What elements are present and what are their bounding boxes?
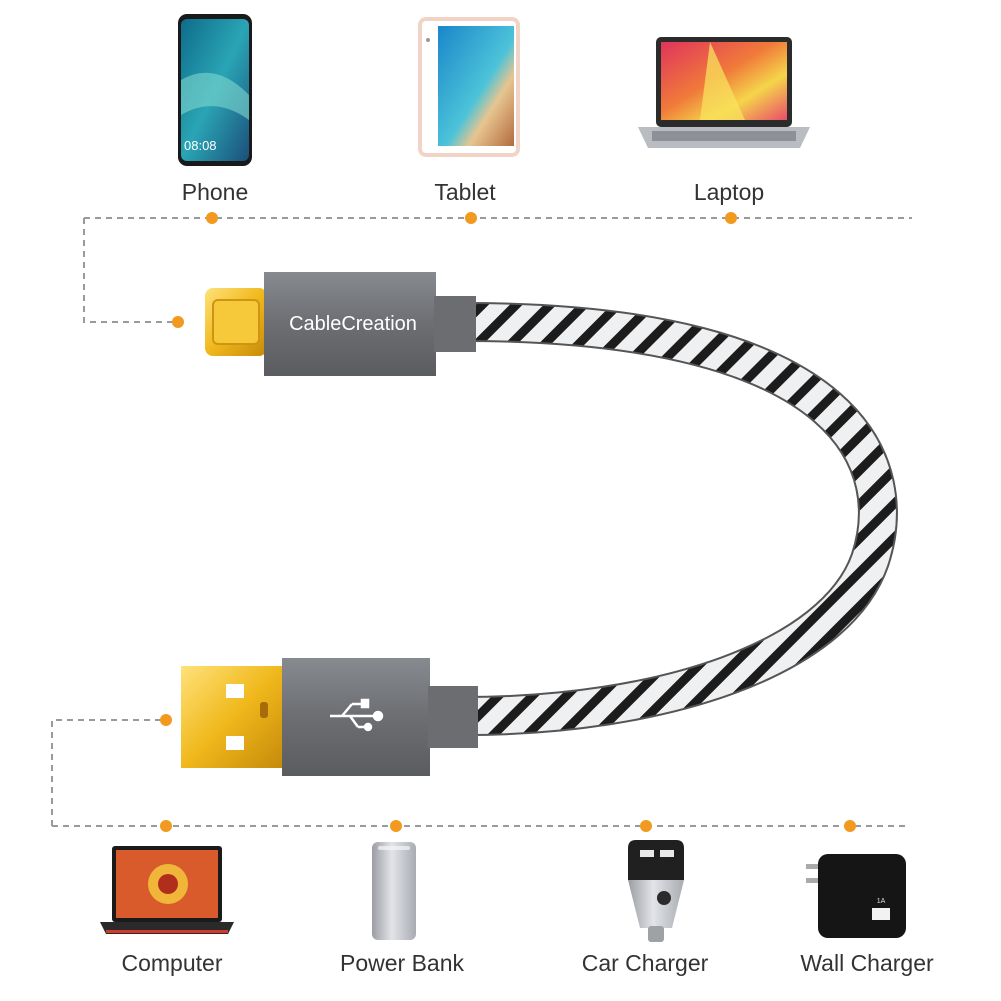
usb-a-dot bbox=[160, 714, 172, 726]
car-charger-dot bbox=[640, 820, 652, 832]
usb-c-connector: CableCreation bbox=[205, 272, 476, 376]
usb-a-connector bbox=[181, 658, 478, 776]
wall-charger-dot bbox=[844, 820, 856, 832]
phone-label: Phone bbox=[181, 179, 249, 205]
power-bank-icon bbox=[372, 842, 416, 940]
cable-braid bbox=[464, 304, 896, 734]
wall-charger-icon: 1A bbox=[806, 854, 906, 938]
phone-dot bbox=[206, 212, 218, 224]
gaming-laptop-icon bbox=[100, 846, 234, 934]
wall-charger-port-label: 1A bbox=[877, 898, 886, 905]
laptop-dot bbox=[725, 212, 737, 224]
laptop-label: Laptop bbox=[693, 179, 765, 205]
wall-charger-label: Wall Charger bbox=[800, 950, 934, 976]
phone-clock: 08:08 bbox=[184, 138, 217, 153]
tablet-icon bbox=[418, 17, 520, 157]
usb-icon bbox=[330, 698, 384, 732]
tablet-label: Tablet bbox=[434, 179, 496, 205]
usb-c-dot bbox=[172, 316, 184, 328]
computer-dot bbox=[160, 820, 172, 832]
car-charger-icon bbox=[628, 840, 684, 942]
laptop-icon bbox=[638, 37, 810, 148]
car-charger-label: Car Charger bbox=[581, 950, 709, 976]
top-connection-lines bbox=[83, 217, 912, 323]
phone-icon: 08:08 bbox=[178, 14, 252, 166]
computer-label: Computer bbox=[121, 950, 223, 976]
power-bank-label: Power Bank bbox=[339, 950, 464, 976]
connection-dots bbox=[160, 212, 856, 832]
power-bank-dot bbox=[390, 820, 402, 832]
cable-brand: CableCreation bbox=[289, 313, 417, 335]
bottom-connection-lines bbox=[51, 719, 910, 827]
tablet-dot bbox=[465, 212, 477, 224]
